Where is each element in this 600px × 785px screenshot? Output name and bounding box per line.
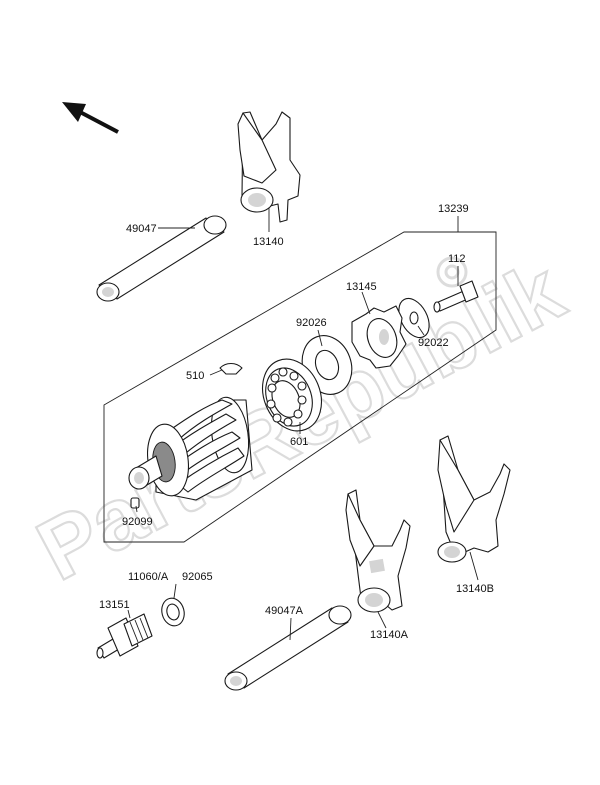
label-13151: 13151 [99,599,130,611]
label-49047: 49047 [126,223,157,235]
neutral-switch-13151 [96,613,153,659]
label-510: 510 [186,370,204,382]
label-11060a: 11060/A [128,571,169,583]
shift-fork-13140a [345,489,411,613]
shift-fork-13140b [437,435,511,563]
bearing-601 [262,358,322,432]
shift-fork-13140 [237,111,301,223]
label-13239: 13239 [438,203,469,215]
label-13140: 13140 [253,236,284,248]
label-13140a: 13140A [370,629,409,641]
assembly-frame [103,231,497,543]
shift-drum [128,396,253,501]
label-13140b: 13140B [456,583,494,595]
label-92026: 92026 [296,317,327,329]
label-92022: 92022 [418,337,449,349]
shaft-49047a [224,605,352,691]
shift-drum-cam-13145 [351,305,407,369]
label-92099: 92099 [122,516,153,528]
label-601: 601 [290,436,308,448]
label-49047a: 49047A [265,605,304,617]
washer-92022 [398,297,430,339]
shaft-49047 [96,215,227,302]
label-13145: 13145 [346,281,377,293]
pin-92099 [130,497,140,509]
bolt-112 [433,280,479,313]
label-112: 112 [448,253,466,265]
leader-lines [127,208,479,641]
key-510 [219,362,243,375]
washer-92065 [161,597,185,627]
direction-arrow-icon [62,102,119,134]
label-92065: 92065 [182,571,213,583]
